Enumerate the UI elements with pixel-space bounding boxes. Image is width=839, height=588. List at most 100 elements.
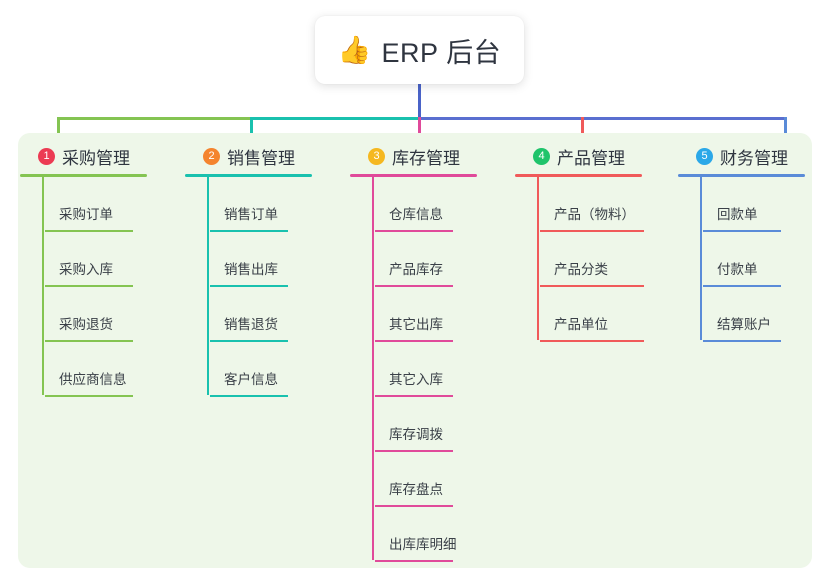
branch-items-2: 销售订单销售出库销售退货客户信息 — [185, 177, 312, 397]
branch-item-label: 库存调拨 — [389, 427, 443, 442]
branch-badge-3: 3 — [368, 147, 385, 165]
branch-item-label: 采购退货 — [59, 317, 113, 332]
branch-badge-2: 2 — [203, 147, 220, 165]
branch-item-underline — [540, 285, 644, 287]
branch-title-5: 财务管理 — [720, 148, 788, 168]
branch-header-2[interactable]: 2 销售管理 — [185, 143, 312, 169]
branch-column-5: 5 财务管理 回款单付款单结算账户 — [678, 143, 805, 342]
branch-header-1[interactable]: 1 采购管理 — [20, 143, 147, 169]
branch-item-underline — [375, 560, 453, 562]
branch-title-1: 采购管理 — [62, 148, 130, 168]
branch-item-label: 产品库存 — [389, 262, 443, 277]
branch-item[interactable]: 库存调拨 — [375, 397, 477, 452]
branch-item-label: 其它出库 — [389, 317, 443, 332]
branch-item-label: 采购订单 — [59, 207, 113, 222]
branch-item[interactable]: 销售退货 — [210, 287, 312, 342]
diagram-panel — [18, 133, 812, 568]
branch-title-3: 库存管理 — [392, 148, 460, 168]
branch-items-3: 仓库信息产品库存其它出库其它入库库存调拨库存盘点出库库明细 — [350, 177, 477, 562]
branch-item[interactable]: 其它出库 — [375, 287, 477, 342]
branch-item-label: 产品分类 — [554, 262, 608, 277]
branch-item[interactable]: 产品（物料） — [540, 177, 644, 232]
branch-item-label: 库存盘点 — [389, 482, 443, 497]
branch-column-4: 4 产品管理 产品（物料） 产品分类产品单位 — [515, 143, 644, 342]
branch-item-label: 客户信息 — [224, 372, 278, 387]
branch-item-label: 产品（物料） — [554, 207, 635, 222]
branch-badge-4: 4 — [533, 147, 550, 165]
branch-item-underline — [375, 340, 453, 342]
branch-item[interactable]: 供应商信息 — [45, 342, 147, 397]
branch-item-underline — [45, 395, 133, 397]
branch-item[interactable]: 库存盘点 — [375, 452, 477, 507]
branch-item[interactable]: 采购订单 — [45, 177, 147, 232]
branch-item-underline — [703, 230, 781, 232]
branch-spine-4 — [537, 177, 539, 340]
branch-item-label: 销售订单 — [224, 207, 278, 222]
branch-underline-5 — [678, 174, 805, 177]
branch-spine-3 — [372, 177, 374, 560]
branch-item[interactable]: 产品分类 — [540, 232, 644, 287]
branch-item-label: 采购入库 — [59, 262, 113, 277]
branch-column-2: 2 销售管理 销售订单销售出库销售退货客户信息 — [185, 143, 312, 397]
branch-item-label: 出库库明细 — [389, 537, 457, 552]
branch-item[interactable]: 销售出库 — [210, 232, 312, 287]
branch-item-label: 供应商信息 — [59, 372, 127, 387]
branch-item-underline — [375, 450, 453, 452]
branch-item[interactable]: 产品库存 — [375, 232, 477, 287]
branch-header-3[interactable]: 3 库存管理 — [350, 143, 477, 169]
branch-item[interactable]: 其它入库 — [375, 342, 477, 397]
branch-item-label: 销售出库 — [224, 262, 278, 277]
branch-item-underline — [375, 395, 453, 397]
branch-item[interactable]: 客户信息 — [210, 342, 312, 397]
branch-item-underline — [210, 230, 288, 232]
branch-item-underline — [375, 230, 453, 232]
branch-item-underline — [540, 340, 644, 342]
branch-items-1: 采购订单采购入库采购退货供应商信息 — [20, 177, 147, 397]
branch-title-4: 产品管理 — [557, 148, 625, 168]
root-node[interactable]: 👍 ERP 后台 — [315, 16, 524, 84]
branch-item-underline — [210, 340, 288, 342]
branch-item[interactable]: 产品单位 — [540, 287, 644, 342]
branch-item-underline — [703, 285, 781, 287]
branch-items-4: 产品（物料） 产品分类产品单位 — [515, 177, 644, 342]
branch-item-label: 结算账户 — [717, 317, 771, 332]
branch-item[interactable]: 付款单 — [703, 232, 805, 287]
branch-item-underline — [45, 340, 133, 342]
branch-item-label: 付款单 — [717, 262, 758, 277]
branch-item-underline — [210, 395, 288, 397]
branch-underline-1 — [20, 174, 147, 177]
branch-spine-1 — [42, 177, 44, 395]
branch-item-underline — [45, 230, 133, 232]
branch-column-3: 3 库存管理 仓库信息产品库存其它出库其它入库库存调拨库存盘点出库库明细 — [350, 143, 477, 562]
branch-item[interactable]: 仓库信息 — [375, 177, 477, 232]
branch-item[interactable]: 采购入库 — [45, 232, 147, 287]
branch-underline-4 — [515, 174, 642, 177]
branch-item[interactable]: 出库库明细 — [375, 507, 477, 562]
thumbs-up-emoji: 👍 — [337, 34, 372, 65]
branch-spine-5 — [700, 177, 702, 340]
branch-items-5: 回款单付款单结算账户 — [678, 177, 805, 342]
branch-item-underline — [375, 285, 453, 287]
branch-item-underline — [703, 340, 781, 342]
branch-title-2: 销售管理 — [227, 148, 295, 168]
root-title: ERP 后台 — [381, 37, 502, 68]
branch-item[interactable]: 回款单 — [703, 177, 805, 232]
branch-item-underline — [45, 285, 133, 287]
branch-badge-1: 1 — [38, 147, 55, 165]
branch-underline-3 — [350, 174, 477, 177]
branch-header-5[interactable]: 5 财务管理 — [678, 143, 805, 169]
branch-header-4[interactable]: 4 产品管理 — [515, 143, 642, 169]
branch-item[interactable]: 采购退货 — [45, 287, 147, 342]
branch-spine-2 — [207, 177, 209, 395]
branch-item-underline — [210, 285, 288, 287]
branch-item-label: 仓库信息 — [389, 207, 443, 222]
branch-underline-2 — [185, 174, 312, 177]
branch-item-label: 回款单 — [717, 207, 758, 222]
branch-item-underline — [375, 505, 453, 507]
branch-item-label: 销售退货 — [224, 317, 278, 332]
branch-badge-5: 5 — [696, 147, 713, 165]
branch-item-label: 产品单位 — [554, 317, 608, 332]
branch-item[interactable]: 结算账户 — [703, 287, 805, 342]
branch-item[interactable]: 销售订单 — [210, 177, 312, 232]
